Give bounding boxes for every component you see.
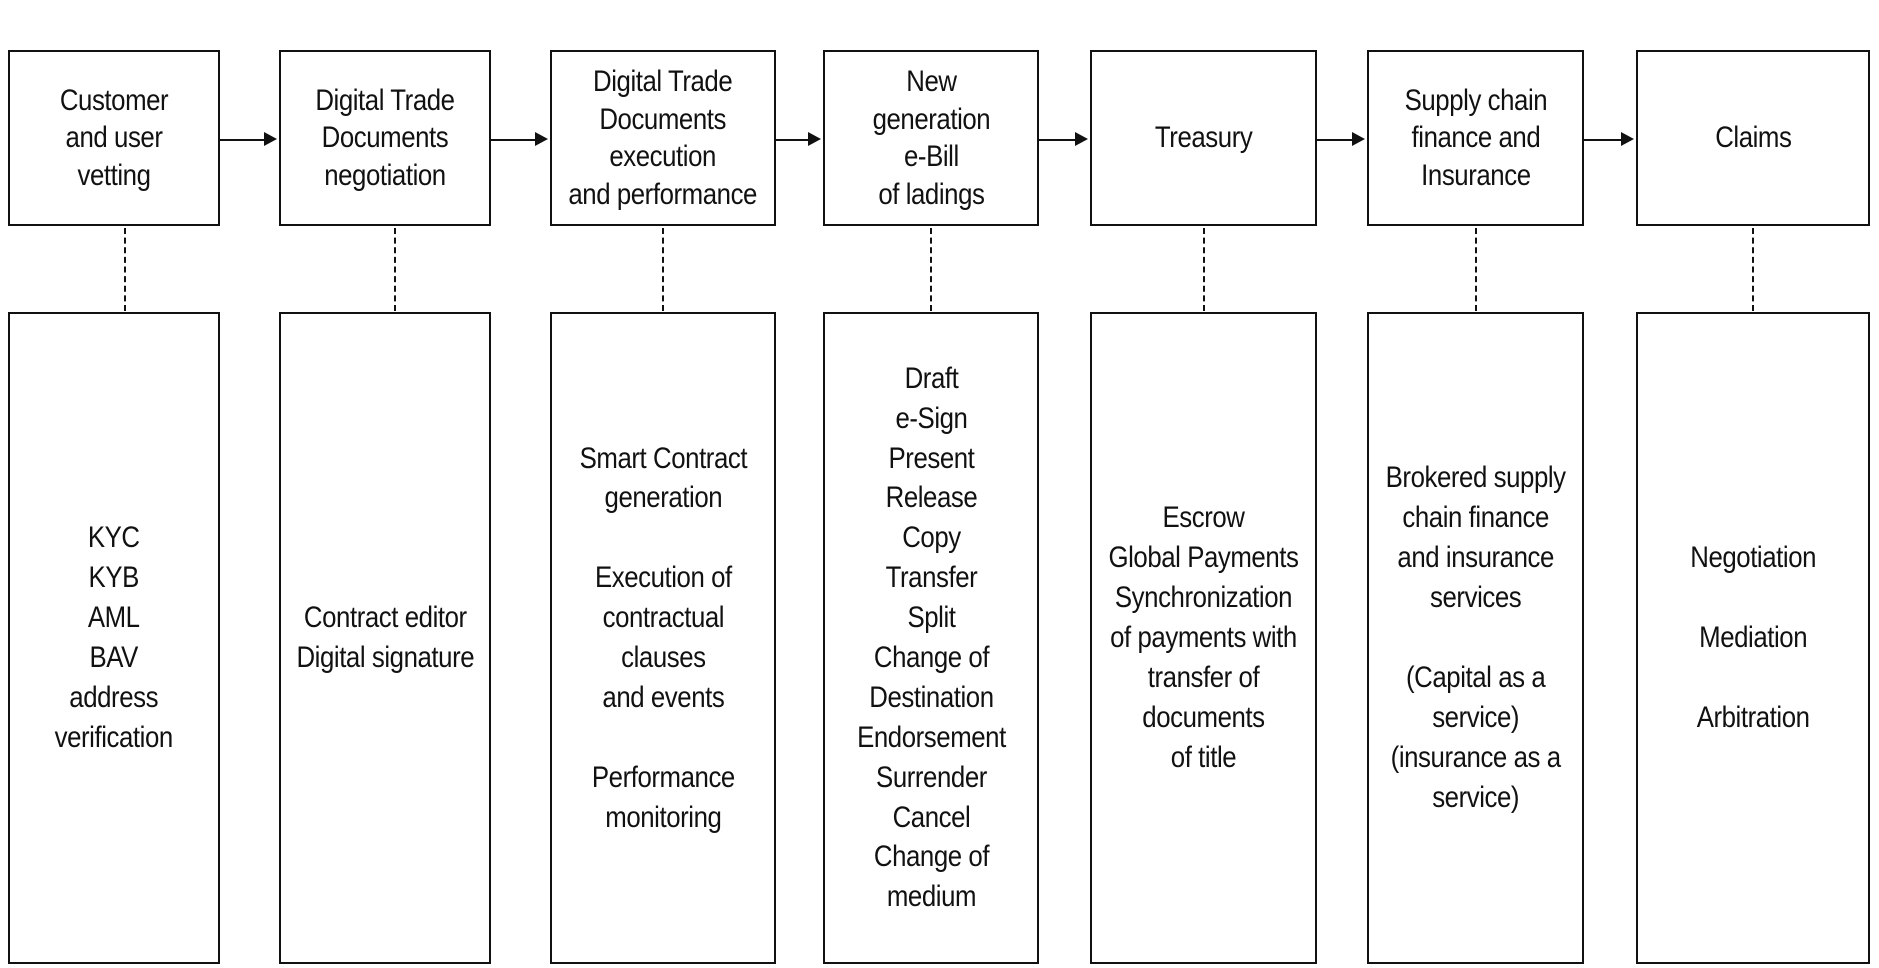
detail-box-supply-chain-finance: Brokered supply chain finance and insura… <box>1367 312 1584 964</box>
dashed-connector <box>1752 228 1754 311</box>
stage-title: Treasury <box>1155 119 1252 157</box>
dashed-connector <box>662 228 664 311</box>
arrow-head-icon <box>808 132 821 146</box>
stage-title: Customer and user vetting <box>60 82 168 195</box>
flow-arrow <box>491 139 537 141</box>
dashed-connector <box>1203 228 1205 311</box>
stage-title: Claims <box>1715 119 1791 157</box>
detail-box-document-execution: Smart Contract generation Execution of c… <box>550 312 776 964</box>
stage-title: Digital Trade Documents execution and pe… <box>569 63 758 213</box>
stage-box-document-negotiation: Digital Trade Documents negotiation <box>279 50 491 226</box>
detail-box-ebill-of-lading: Draft e-Sign Present Release Copy Transf… <box>823 312 1039 964</box>
arrow-head-icon <box>1352 132 1365 146</box>
arrow-head-icon <box>264 132 277 146</box>
stage-box-treasury: Treasury <box>1090 50 1317 226</box>
flow-arrow <box>1584 139 1623 141</box>
stage-box-claims: Claims <box>1636 50 1870 226</box>
detail-box-claims: Negotiation Mediation Arbitration <box>1636 312 1870 964</box>
flow-arrow <box>1317 139 1354 141</box>
flow-arrow <box>220 139 266 141</box>
stage-details: Contract editor Digital signature <box>296 598 474 678</box>
stage-details: Draft e-Sign Present Release Copy Transf… <box>857 359 1006 917</box>
stage-box-customer-vetting: Customer and user vetting <box>8 50 220 226</box>
arrow-head-icon <box>1621 132 1634 146</box>
dashed-connector <box>394 228 396 311</box>
detail-box-customer-vetting: KYC KYB AML BAV address verification <box>8 312 220 964</box>
stage-title: Supply chain finance and Insurance <box>1404 82 1547 195</box>
stage-box-ebill-of-lading: New generation e-Bill of ladings <box>823 50 1039 226</box>
dashed-connector <box>124 228 126 311</box>
stage-details: Negotiation Mediation Arbitration <box>1690 538 1816 737</box>
stage-details: KYC KYB AML BAV address verification <box>55 518 173 757</box>
stage-details: Smart Contract generation Execution of c… <box>579 439 746 838</box>
dashed-connector <box>1475 228 1477 311</box>
detail-box-document-negotiation: Contract editor Digital signature <box>279 312 491 964</box>
stage-details: Brokered supply chain finance and insura… <box>1385 458 1565 817</box>
detail-box-treasury: Escrow Global Payments Synchronization o… <box>1090 312 1317 964</box>
arrow-head-icon <box>1075 132 1088 146</box>
flow-arrow <box>1039 139 1077 141</box>
arrow-head-icon <box>535 132 548 146</box>
stage-title: Digital Trade Documents negotiation <box>315 82 454 195</box>
stage-box-supply-chain-finance: Supply chain finance and Insurance <box>1367 50 1584 226</box>
flow-arrow <box>776 139 810 141</box>
stage-title: New generation e-Bill of ladings <box>872 63 990 213</box>
dashed-connector <box>930 228 932 311</box>
stage-box-document-execution: Digital Trade Documents execution and pe… <box>550 50 776 226</box>
stage-details: Escrow Global Payments Synchronization o… <box>1108 498 1298 777</box>
